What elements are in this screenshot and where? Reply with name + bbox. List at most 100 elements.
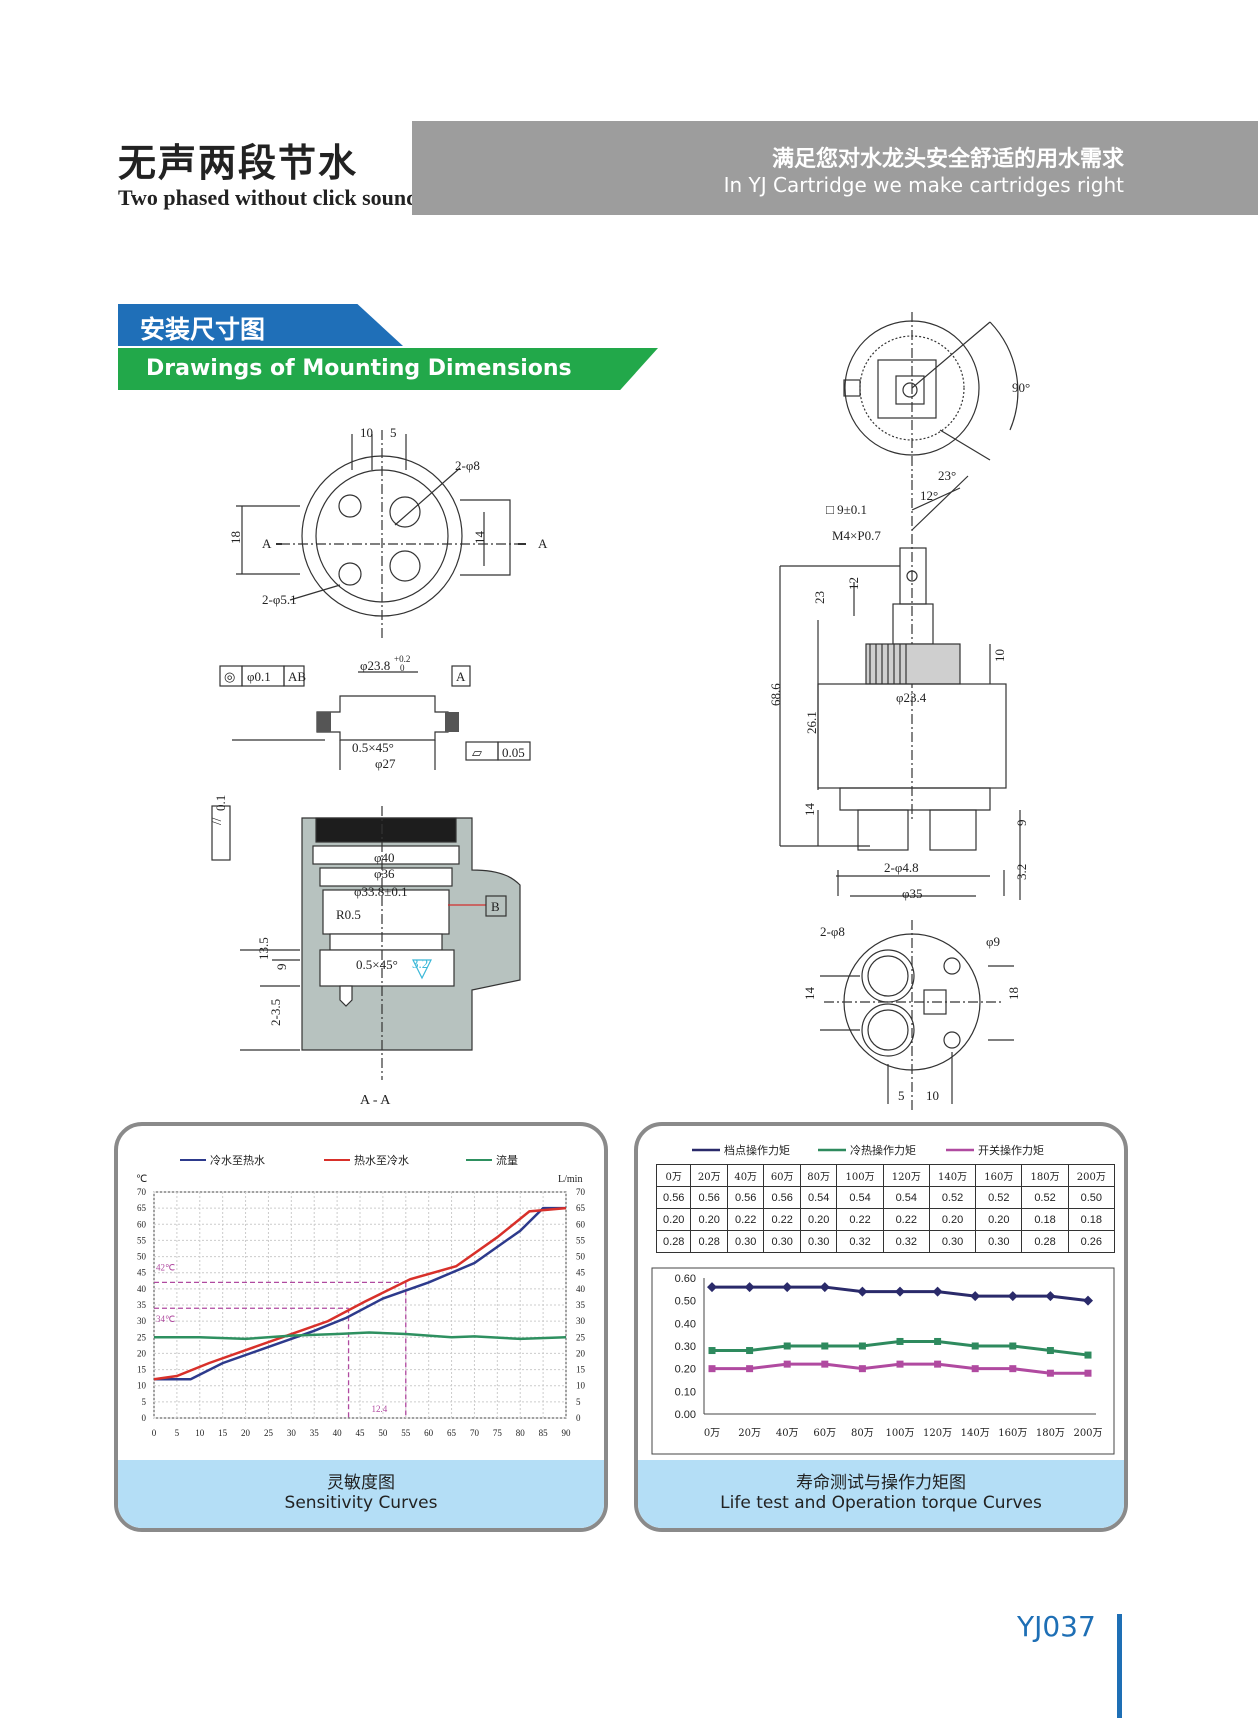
dim-m4: M4×P0.7 (832, 528, 881, 543)
side-view-drawing (779, 475, 1021, 900)
slogan-band: 满足您对水龙头安全舒适的用水需求 In YJ Cartridge we make… (412, 121, 1258, 215)
dim-phi234: φ23.4 (896, 690, 927, 705)
annotation-34: 34℃ (156, 1314, 175, 1324)
table-header-cell: 180万 (1021, 1164, 1069, 1187)
table-cell: 0.20 (655, 1208, 692, 1231)
dim-2phi48: 2-φ4.8 (884, 860, 919, 875)
x-tick-label: 5 (175, 1428, 180, 1438)
data-point (895, 1286, 905, 1297)
table-cell: 0.20 (690, 1208, 728, 1231)
table-cell: 0.30 (975, 1230, 1023, 1253)
model-number: YJ037 (1017, 1610, 1096, 1643)
side-top-view-drawing (843, 312, 1019, 478)
annotation-42: 42℃ (156, 1262, 175, 1272)
data-point (1007, 1291, 1018, 1302)
y-tick-label-right: 50 (576, 1252, 586, 1262)
section-aa-drawing (240, 806, 521, 1080)
data-point (783, 1360, 791, 1368)
table-header-cell: 20万 (690, 1164, 728, 1187)
y-tick-label-left: 0 (142, 1413, 147, 1423)
table-cell: 0.54 (799, 1186, 838, 1209)
dim-phi238: φ23.8 (360, 658, 390, 673)
data-point (970, 1291, 981, 1302)
y-tick-label-left: 55 (137, 1235, 147, 1245)
data-point (971, 1365, 979, 1373)
x-tick-label: 45 (356, 1428, 366, 1438)
legend-label: 开关操作力矩 (978, 1143, 1044, 1157)
data-point (707, 1282, 717, 1293)
torque-caption-en: Life test and Operation torque Curves (720, 1493, 1042, 1513)
data-point (1084, 1369, 1092, 1377)
data-point (934, 1337, 942, 1345)
x-tick-label: 85 (539, 1428, 549, 1438)
table-cell: 0.22 (763, 1208, 801, 1231)
mounting-drawings: 10 5 2-φ8 18 14 A A 2-φ5.1 ◎ φ0.1 AB φ23… (209, 312, 1030, 1110)
section-aa-label: A - A (360, 1093, 391, 1108)
roughness-32: 3.2 (412, 956, 428, 971)
data-point (819, 1282, 830, 1293)
table-cell: 0.54 (882, 1186, 930, 1209)
dim-b-2phi8: 2-φ8 (820, 924, 845, 939)
table-cell: 0.30 (726, 1230, 765, 1253)
x-tick-label: 70 (470, 1428, 480, 1438)
y-tick-label: 0.60 (675, 1273, 696, 1285)
legend-label: 档点操作力矩 (724, 1143, 790, 1157)
table-cell: 0.28 (690, 1230, 728, 1253)
y-tick-label-right: 55 (576, 1235, 586, 1245)
y-tick-label-right: 15 (576, 1365, 586, 1375)
table-cell: 0.20 (799, 1208, 838, 1231)
y-tick-label-left: 45 (137, 1268, 147, 1278)
dim-2phi51: 2-φ5.1 (262, 592, 297, 607)
data-point (1009, 1365, 1017, 1373)
data-point (858, 1342, 866, 1350)
y-axis-unit-right: L/min (558, 1174, 582, 1185)
x-tick-label: 60万 (813, 1428, 836, 1439)
dim-b-5: 5 (898, 1088, 905, 1103)
table-cell: 0.26 (1067, 1230, 1116, 1253)
data-point (971, 1342, 979, 1350)
x-tick-label: 200万 (1073, 1428, 1102, 1439)
table-cell: 0.32 (882, 1230, 930, 1253)
dim-10: 10 (992, 649, 1007, 662)
model-accent-bar (1117, 1614, 1122, 1718)
tol-circ: ◎ (224, 669, 235, 684)
data-point (708, 1347, 716, 1355)
torque-caption: 寿命测试与操作力矩图 Life test and Operation torqu… (638, 1460, 1124, 1528)
y-tick-label-right: 35 (576, 1300, 586, 1310)
y-tick-label: 0.30 (675, 1341, 696, 1353)
y-tick-label-right: 20 (576, 1348, 586, 1358)
datum-b: B (491, 899, 500, 914)
data-point (708, 1365, 716, 1373)
y-tick-label-right: 25 (576, 1332, 586, 1342)
dim-phi338: φ33.8±0.1 (354, 884, 408, 899)
data-point (746, 1347, 754, 1355)
dim-686: 68.6 (768, 683, 783, 706)
table-cell: 0.22 (836, 1208, 884, 1231)
x-tick-label: 35 (310, 1428, 320, 1438)
dim-2-35: 2-3.5 (268, 999, 283, 1026)
y-tick-label-left: 20 (137, 1348, 147, 1358)
x-tick-label: 90 (562, 1428, 572, 1438)
dim-135: 13.5 (256, 937, 271, 960)
y-tick-label: 0.20 (675, 1364, 696, 1376)
y-tick-label-left: 60 (137, 1219, 147, 1229)
x-tick-label: 40 (333, 1428, 343, 1438)
table-cell: 0.18 (1021, 1208, 1069, 1231)
table-cell: 0.50 (1067, 1186, 1116, 1209)
y-tick-label: 0.40 (675, 1318, 696, 1330)
dim-9: 9 (1014, 820, 1029, 827)
chart-frame (651, 1267, 1115, 1455)
table-header-cell: 60万 (763, 1164, 801, 1187)
x-tick-label: 100万 (885, 1428, 914, 1439)
bottom-view-drawing (820, 920, 1014, 1110)
slogan-en: In YJ Cartridge we make cartridges right (723, 173, 1124, 197)
tol-phi: φ0.1 (247, 669, 271, 684)
table-cell: 0.22 (882, 1208, 930, 1231)
data-point (744, 1282, 755, 1293)
x-tick-label: 65 (447, 1428, 457, 1438)
